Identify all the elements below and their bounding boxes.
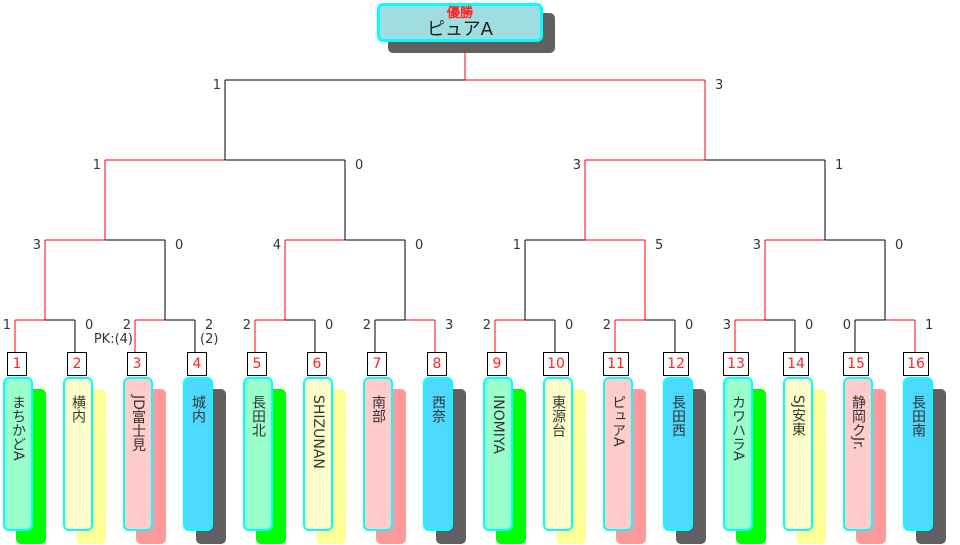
team-name: 長田南 bbox=[910, 395, 926, 437]
seed-number: 9 bbox=[487, 352, 507, 376]
team-card: 長田南 bbox=[903, 377, 933, 531]
team-name: 城内 bbox=[190, 395, 206, 423]
score-right: 0 bbox=[685, 318, 693, 333]
score-right: 3 bbox=[445, 318, 453, 333]
score-left: 1 bbox=[93, 158, 101, 173]
seed-number: 11 bbox=[603, 352, 629, 376]
score-right: 1 bbox=[835, 158, 843, 173]
score-left: 3 bbox=[33, 238, 41, 253]
team-card: 西奈 bbox=[423, 377, 453, 531]
team-card: カワハラA bbox=[723, 377, 753, 531]
seed-number: 10 bbox=[543, 352, 569, 376]
seed-number: 5 bbox=[247, 352, 267, 376]
score-right: 0 bbox=[175, 238, 183, 253]
team-card: 長田北 bbox=[243, 377, 273, 531]
team-card: SJ安東 bbox=[783, 377, 813, 531]
team-card: 東源台 bbox=[543, 377, 573, 531]
score-left: 1 bbox=[3, 318, 11, 333]
seed-number: 7 bbox=[367, 352, 387, 376]
champion-box: 優勝 ピュアA bbox=[377, 3, 543, 42]
pk-score-left: PK:(4) bbox=[94, 332, 133, 347]
team-card: INOMIYA bbox=[483, 377, 513, 531]
score-left: 3 bbox=[573, 158, 581, 173]
seed-number: 6 bbox=[307, 352, 327, 376]
team-name: 長田西 bbox=[670, 395, 686, 437]
score-left: 0 bbox=[843, 318, 851, 333]
team-name: 静岡クJr. bbox=[850, 395, 866, 451]
team-card: SHIZUNAN bbox=[303, 377, 333, 531]
team-name: まちかどA bbox=[10, 395, 26, 461]
score-right: 0 bbox=[565, 318, 573, 333]
team-card: 南部 bbox=[363, 377, 393, 531]
team-card: ピュアA bbox=[603, 377, 633, 531]
seed-number: 1 bbox=[7, 352, 27, 376]
pk-score-right: (2) bbox=[200, 332, 218, 347]
team-name: INOMIYA bbox=[490, 395, 506, 454]
score-right: 0 bbox=[895, 238, 903, 253]
score-left: 3 bbox=[723, 318, 731, 333]
team-name: 南部 bbox=[370, 395, 386, 423]
team-name: カワハラA bbox=[730, 395, 746, 461]
score-left: 2 bbox=[243, 318, 251, 333]
seed-number: 15 bbox=[843, 352, 869, 376]
seed-number: 3 bbox=[127, 352, 147, 376]
champion-name: ピュアA bbox=[427, 19, 493, 40]
score-right: 1 bbox=[925, 318, 933, 333]
team-card: 長田西 bbox=[663, 377, 693, 531]
team-name: SHIZUNAN bbox=[310, 395, 326, 469]
score-left: 2 bbox=[603, 318, 611, 333]
score-left: 1 bbox=[213, 78, 221, 93]
score-right: 2 bbox=[205, 318, 213, 333]
seed-number: 4 bbox=[187, 352, 207, 376]
score-left: 2 bbox=[363, 318, 371, 333]
score-left: 1 bbox=[513, 238, 521, 253]
score-right: 5 bbox=[655, 238, 663, 253]
score-right: 0 bbox=[355, 158, 363, 173]
score-left: 3 bbox=[753, 238, 761, 253]
score-right: 0 bbox=[415, 238, 423, 253]
team-card: 静岡クJr. bbox=[843, 377, 873, 531]
seed-number: 13 bbox=[723, 352, 749, 376]
seed-number: 16 bbox=[903, 352, 929, 376]
seed-number: 2 bbox=[67, 352, 87, 376]
score-right: 0 bbox=[325, 318, 333, 333]
score-right: 3 bbox=[715, 78, 723, 93]
team-card: 横内 bbox=[63, 377, 93, 531]
team-name: JD富士見 bbox=[130, 395, 146, 452]
team-name: 長田北 bbox=[250, 395, 266, 437]
team-card: まちかどA bbox=[3, 377, 33, 531]
champion-title: 優勝 bbox=[446, 6, 473, 21]
score-right: 0 bbox=[805, 318, 813, 333]
team-card: JD富士見 bbox=[123, 377, 153, 531]
team-card: 城内 bbox=[183, 377, 213, 531]
seed-number: 12 bbox=[663, 352, 689, 376]
team-name: ピュアA bbox=[610, 395, 626, 447]
team-name: 東源台 bbox=[550, 395, 566, 437]
score-left: 2 bbox=[123, 318, 131, 333]
team-name: 横内 bbox=[70, 395, 86, 423]
seed-number: 14 bbox=[783, 352, 809, 376]
team-name: 西奈 bbox=[430, 395, 446, 423]
score-right: 0 bbox=[85, 318, 93, 333]
score-left: 4 bbox=[273, 238, 281, 253]
team-name: SJ安東 bbox=[790, 395, 806, 437]
seed-number: 8 bbox=[427, 352, 447, 376]
score-left: 2 bbox=[483, 318, 491, 333]
